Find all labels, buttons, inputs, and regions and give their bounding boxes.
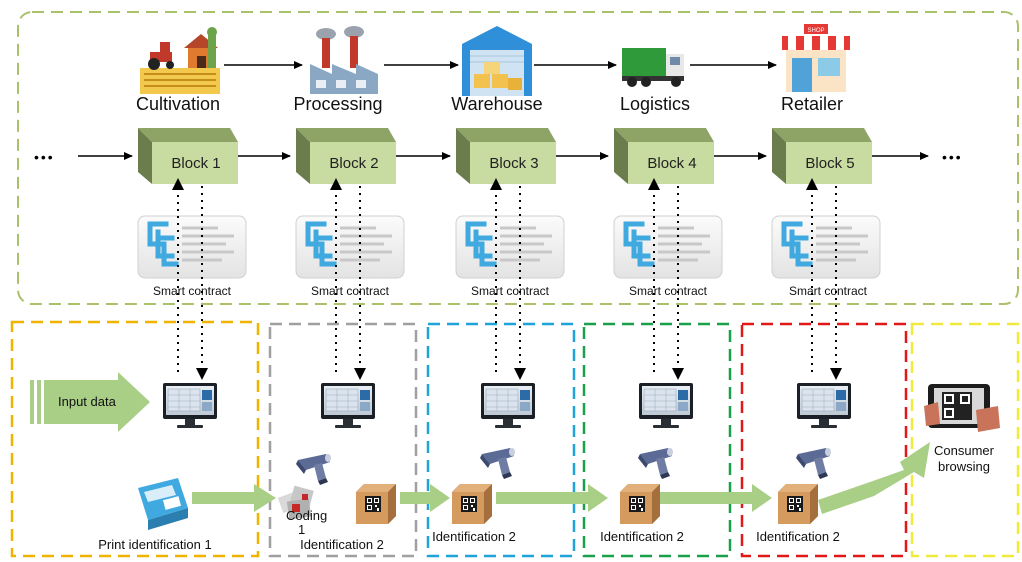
barcode-scanner-icon	[796, 448, 831, 479]
qr-code-labels-icon	[277, 485, 314, 520]
identification-label: Identification 2	[756, 529, 840, 544]
block-2: Block 2	[296, 128, 396, 184]
product-flow-arrows	[192, 442, 930, 514]
print-identification-label: Print identification 1	[98, 537, 211, 552]
chain-ellipsis-left: •••	[34, 149, 55, 165]
stage-box-cultivation	[10, 320, 260, 558]
smart-contract-label: Smart contract	[471, 284, 550, 298]
stage-label-cultivation: Cultivation	[136, 94, 220, 114]
contract-connectors	[177, 186, 837, 372]
block-label: Block 5	[805, 155, 854, 172]
barcode-scanner-icon	[480, 448, 515, 479]
factory-icon	[310, 26, 378, 94]
smart-contract-icon	[296, 216, 404, 278]
consumer-label-line1: Consumer	[934, 443, 995, 458]
smart-contract-icon	[772, 216, 880, 278]
block-5: Block 5	[772, 128, 872, 184]
block-label: Block 2	[329, 155, 378, 172]
chain-ellipsis-right: •••	[942, 149, 963, 165]
warehouse-icon	[462, 26, 532, 96]
input-data-label: Input data	[58, 394, 117, 409]
smart-contract-icon	[138, 216, 246, 278]
computer-monitor-icon	[796, 382, 852, 429]
qr-code-box-icon	[620, 484, 660, 524]
block-label: Block 1	[171, 155, 220, 172]
truck-icon	[622, 48, 684, 87]
smart-contract-label: Smart contract	[789, 284, 868, 298]
smart-contract-label: Smart contract	[629, 284, 708, 298]
smart-contract-label: Smart contract	[153, 284, 232, 298]
computer-monitor-icon	[162, 382, 218, 429]
stage-label-processing: Processing	[293, 94, 382, 114]
stage-box-retailer	[740, 322, 908, 558]
smart-contract-icon	[456, 216, 564, 278]
stage-box-warehouse	[426, 322, 576, 558]
block-4: Block 4	[614, 128, 714, 184]
label-printer-icon	[138, 478, 188, 530]
phone-scanning-qr-icon	[924, 384, 1000, 432]
computer-monitor-icon	[320, 382, 376, 429]
block-1: Block 1	[138, 128, 238, 184]
blockchain-region	[17, 11, 1019, 305]
smart-contract-label: Smart contract	[311, 284, 390, 298]
input-data-arrow	[30, 372, 150, 432]
identification-label: Identification 2	[600, 529, 684, 544]
computer-monitor-icon	[480, 382, 536, 429]
barcode-scanner-icon	[296, 454, 331, 485]
coding-label-line2: 1	[298, 522, 305, 537]
identification-label: Identification 2	[432, 529, 516, 544]
stage-label-warehouse: Warehouse	[451, 94, 542, 114]
block-label: Block 4	[647, 155, 696, 172]
stage-box-logistics	[582, 322, 732, 558]
shop-sign-text: SHOP	[807, 28, 824, 34]
qr-code-box-icon	[778, 484, 818, 524]
stage-label-retailer: Retailer	[781, 94, 843, 114]
identification-label: Identification 2	[300, 537, 384, 552]
coding-label-line1: Coding	[286, 508, 327, 523]
block-3: Block 3	[456, 128, 556, 184]
barcode-scanner-icon	[638, 448, 673, 479]
computer-monitor-icon	[638, 382, 694, 429]
qr-code-box-icon	[452, 484, 492, 524]
block-label: Block 3	[489, 155, 538, 172]
consumer-label-line2: browsing	[938, 459, 990, 474]
stage-box-consumer	[910, 322, 1020, 558]
smart-contract-icon	[614, 216, 722, 278]
qr-code-box-icon	[356, 484, 396, 524]
farm-icon	[140, 27, 220, 94]
connector-arrowheads	[172, 178, 842, 380]
shop-icon: SHOP	[782, 24, 850, 92]
stage-label-logistics: Logistics	[620, 94, 690, 114]
